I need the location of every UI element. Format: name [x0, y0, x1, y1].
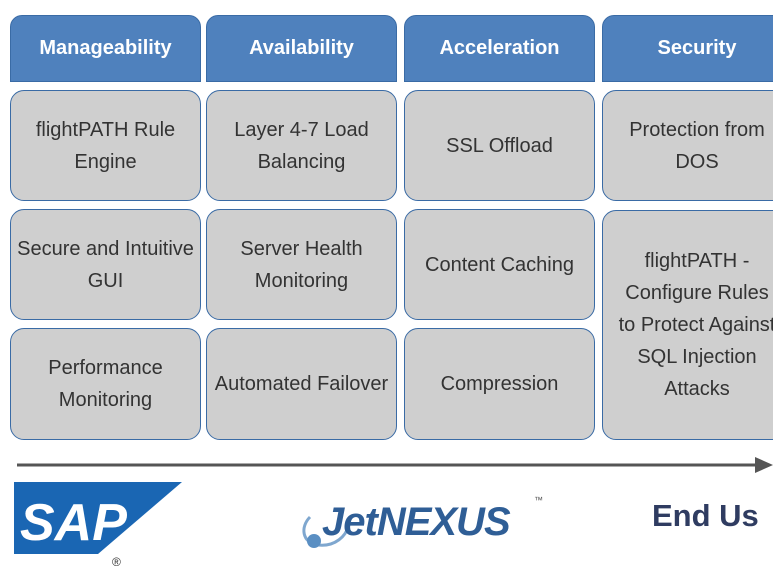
box-label: Compression — [440, 373, 559, 395]
box-flightpath-rule-engine: flightPATH Rule Engine — [10, 90, 201, 201]
box-ssl-offload: SSL Offload — [404, 90, 595, 201]
flow-arrow — [17, 457, 773, 473]
box-label: flightPATH - Configure Rules to Protect … — [618, 250, 773, 400]
box-secure-gui: Secure and Intuitive GUI — [10, 209, 201, 320]
box-compression: Compression — [404, 328, 595, 440]
sap-logo-text: SAP — [20, 494, 127, 552]
jetnexus-orb — [307, 534, 321, 548]
trademark-mark: ™ — [534, 495, 543, 505]
box-label: Content Caching — [425, 253, 574, 276]
header-manageability: Manageability — [10, 15, 201, 82]
box-content-caching: Content Caching — [404, 209, 595, 320]
jetnexus-logo: JetNEXUS ™ — [302, 495, 543, 548]
box-sql-injection: flightPATH - Configure Rules to Protect … — [602, 210, 773, 440]
box-label: SSL Offload — [446, 134, 553, 157]
box-performance-monitoring: Performance Monitoring — [10, 328, 201, 440]
sap-logo: SAP ® — [14, 482, 182, 566]
header-acceleration: Acceleration — [404, 15, 595, 82]
box-label: flightPATH Rule Engine — [35, 118, 176, 173]
box-automated-failover: Automated Failover — [206, 328, 397, 440]
end-user-label: End Us — [652, 498, 759, 533]
box-label: Protection from DOS — [629, 118, 765, 173]
box-label: Performance Monitoring — [48, 357, 163, 411]
box-load-balancing: Layer 4-7 Load Balancing — [206, 90, 397, 201]
box-dos-protection: Protection from DOS — [602, 90, 773, 201]
arrow-head — [755, 457, 773, 473]
header-availability: Availability — [206, 15, 397, 82]
box-label: Layer 4-7 Load Balancing — [234, 118, 369, 173]
header-security: Security — [602, 15, 773, 82]
box-label: Server Health Monitoring — [240, 237, 363, 292]
jetnexus-text: JetNEXUS — [322, 500, 511, 544]
box-label: Secure and Intuitive GUI — [17, 237, 194, 292]
registered-mark: ® — [112, 555, 121, 566]
box-label: Automated Failover — [214, 373, 389, 395]
sap-logo-shape — [14, 482, 182, 554]
box-server-health: Server Health Monitoring — [206, 209, 397, 320]
